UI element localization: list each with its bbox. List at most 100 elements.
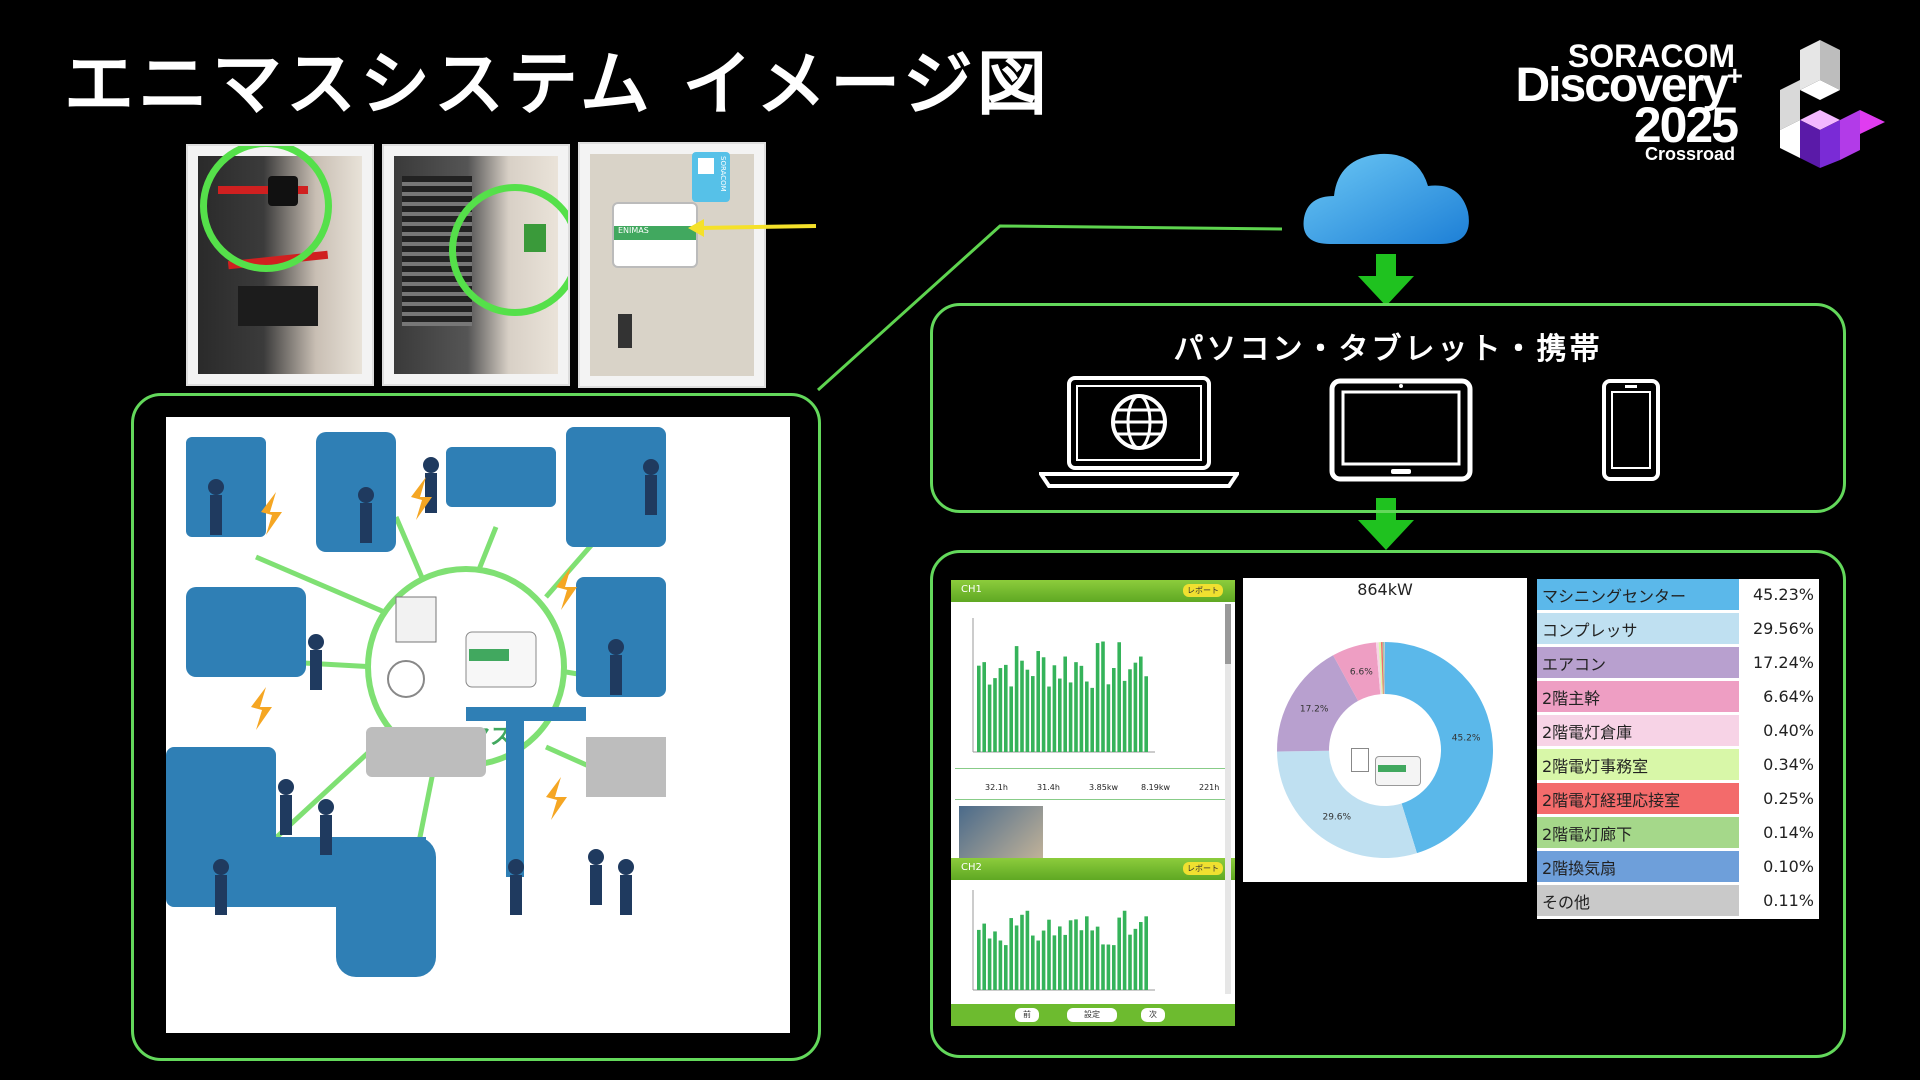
mini-bar bbox=[1122, 680, 1127, 752]
prev-button[interactable]: 前 bbox=[1015, 1008, 1039, 1022]
mini-bar bbox=[1144, 916, 1148, 990]
ratio-value: 0.14% bbox=[1739, 815, 1819, 851]
machine-photo bbox=[959, 806, 1043, 868]
mini-bar bbox=[1133, 928, 1138, 990]
phone-icon bbox=[1602, 379, 1660, 481]
ratio-value: 0.11% bbox=[1739, 883, 1819, 919]
highlight-ring bbox=[200, 146, 332, 272]
donut-slice-label: 45.2% bbox=[1452, 734, 1481, 744]
mini-bar bbox=[1041, 930, 1046, 990]
photo-panel bbox=[382, 144, 570, 386]
ratio-value: 0.10% bbox=[1739, 849, 1819, 885]
report-button[interactable]: レポート bbox=[1183, 862, 1223, 875]
mini-bar bbox=[1025, 910, 1030, 990]
mini-bar bbox=[1112, 945, 1116, 990]
mini-bar bbox=[1106, 684, 1111, 752]
ratio-value: 29.56% bbox=[1739, 611, 1819, 647]
ratio-category: 2階電灯倉庫 bbox=[1537, 713, 1739, 749]
donut-slice-label: 29.6% bbox=[1322, 812, 1351, 822]
mini-bar bbox=[1085, 916, 1089, 990]
ratio-value: 45.23% bbox=[1739, 579, 1819, 613]
mini-bar bbox=[998, 668, 1003, 752]
pointer-arrow bbox=[688, 219, 817, 237]
ratio-value: 0.40% bbox=[1739, 713, 1819, 749]
mini-bar bbox=[1020, 914, 1024, 990]
devices-label: パソコン・タブレット・携帯 bbox=[1173, 332, 1603, 367]
mini-bar bbox=[1106, 944, 1111, 990]
mini-bar bbox=[1139, 656, 1143, 752]
device-label: ENIMAS bbox=[614, 226, 696, 240]
highlight-ring bbox=[449, 184, 568, 316]
down-arrow-icon bbox=[1358, 254, 1414, 306]
mini-bar bbox=[1095, 926, 1100, 990]
mini-bar bbox=[993, 931, 997, 990]
mini-bar bbox=[1085, 681, 1089, 752]
mini-bar bbox=[1004, 945, 1008, 990]
ratio-category: 2階主幹 bbox=[1537, 679, 1739, 715]
logo-plus: + bbox=[1726, 60, 1743, 91]
mini-bar bbox=[1058, 926, 1062, 990]
mini-bar bbox=[1090, 930, 1094, 990]
donut-slice-label: 6.6% bbox=[1350, 667, 1373, 677]
mini-bar bbox=[1014, 925, 1019, 990]
mini-bar bbox=[987, 938, 992, 990]
mini-bar bbox=[1101, 641, 1105, 752]
logo-cube-icon bbox=[1780, 40, 1885, 168]
mini-bar bbox=[987, 684, 992, 752]
ratio-category: コンプレッサ bbox=[1537, 611, 1739, 647]
donut-svg: 45.2%29.6%17.2%6.6% bbox=[1277, 642, 1493, 858]
mini-bar bbox=[1074, 919, 1078, 990]
logo-crossroad: Crossroad bbox=[1644, 144, 1735, 164]
mini-bar bbox=[977, 665, 981, 752]
next-button[interactable]: 次 bbox=[1141, 1008, 1165, 1022]
mini-bar bbox=[1036, 651, 1040, 752]
mini-bar bbox=[1117, 917, 1121, 990]
logo-discovery: Discovery bbox=[1515, 59, 1729, 112]
donut-slice-6 bbox=[1380, 642, 1384, 695]
mini-bar bbox=[1122, 910, 1127, 990]
power-donut-chart: 864kW 45.2%29.6%17.2%6.6% bbox=[1243, 578, 1527, 882]
ratio-category: 2階電灯廊下 bbox=[1537, 815, 1739, 851]
mini-bar bbox=[1004, 664, 1008, 752]
donut-slice-5 bbox=[1378, 642, 1383, 695]
factory-machines-art: エニマス bbox=[166, 427, 666, 977]
settings-button[interactable]: 設定 bbox=[1067, 1008, 1117, 1022]
mini-bar bbox=[1047, 686, 1051, 752]
ch2-header: CH2 レポート bbox=[951, 858, 1235, 880]
mini-bar bbox=[1036, 940, 1040, 990]
mini-bar bbox=[1128, 669, 1132, 752]
soracom-discovery-logo: SORACOM Discovery + 2025 Crossroad bbox=[1495, 38, 1895, 168]
scrollbar[interactable] bbox=[1225, 604, 1231, 994]
page-title: エニマスシステム イメージ図 bbox=[64, 43, 1051, 125]
mini-bar bbox=[1031, 935, 1035, 990]
donut-slice-1 bbox=[1277, 750, 1417, 858]
ratio-category: マシニングセンター bbox=[1537, 579, 1739, 613]
mini-bar bbox=[1063, 656, 1067, 752]
laptop-icon bbox=[1039, 376, 1239, 488]
dashboard-frame bbox=[930, 550, 1846, 1058]
mini-bar bbox=[977, 929, 981, 990]
donut-slice-4 bbox=[1375, 642, 1382, 695]
report-button[interactable]: レポート bbox=[1183, 584, 1223, 597]
photo-enimas-device: ENIMAS SORACOM bbox=[578, 142, 766, 388]
mini-bar bbox=[1133, 662, 1138, 752]
mini-bar bbox=[1068, 682, 1073, 752]
down-arrow-icon bbox=[1358, 498, 1414, 550]
mini-bar bbox=[1079, 930, 1084, 990]
mini-bar bbox=[998, 940, 1003, 990]
mini-bar bbox=[1009, 918, 1013, 990]
mini-bar bbox=[1014, 646, 1019, 752]
ratio-value: 0.25% bbox=[1739, 781, 1819, 817]
mini-bar bbox=[1041, 657, 1046, 752]
summary-row: 32.1h 31.4h 3.85kw 8.19kw 221h bbox=[955, 768, 1227, 800]
mini-bar bbox=[982, 662, 986, 752]
photo-ct-sensor bbox=[186, 144, 374, 386]
